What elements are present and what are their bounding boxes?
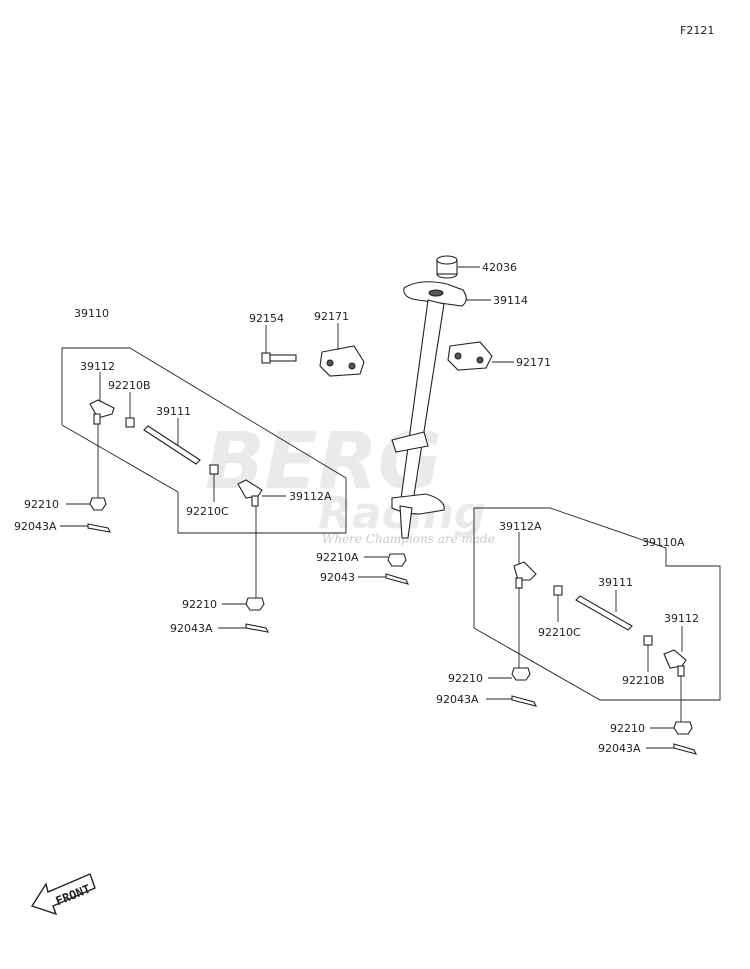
- tie-rod-39111-right: [575, 595, 633, 631]
- nut-92210-left-1: [89, 497, 107, 511]
- nut-92210C-right: [553, 585, 563, 596]
- label-39111-right: 39111: [598, 576, 633, 589]
- label-92154: 92154: [249, 312, 284, 325]
- label-92210-left-1: 92210: [24, 498, 59, 511]
- nut-92210-right-1: [511, 667, 531, 681]
- nut-92210-right-2: [673, 721, 693, 735]
- label-92043A-right-1: 92043A: [436, 693, 479, 706]
- holder-92171-right: [447, 341, 493, 371]
- label-92043A-left-1: 92043A: [14, 520, 57, 533]
- nut-92210B-left: [125, 417, 135, 428]
- cotter-pin-92043-center: [385, 573, 410, 585]
- plate-hole: [428, 289, 444, 297]
- label-39114: 39114: [493, 294, 528, 307]
- label-92171-a: 92171: [314, 310, 349, 323]
- label-39112A-right: 39112A: [499, 520, 542, 533]
- label-39112A-left: 39112A: [289, 490, 332, 503]
- tie-rod-end-39112-left: [89, 399, 115, 425]
- shaft-mid-bracket: [391, 431, 429, 453]
- shaft-tip: [399, 505, 413, 539]
- tie-rod-end-39112A-right: [513, 561, 537, 589]
- cotter-pin-92043A-right-1: [511, 695, 538, 707]
- nut-92210A-center: [387, 553, 407, 567]
- label-92043-center: 92043: [320, 571, 355, 584]
- label-92210-right-1: 92210: [448, 672, 483, 685]
- front-direction-arrow: FRONT: [30, 873, 96, 916]
- label-92210B-right: 92210B: [622, 674, 665, 687]
- label-39112-right: 39112: [664, 612, 699, 625]
- label-92043A-left-2: 92043A: [170, 622, 213, 635]
- watermark-tagline: Where Champions are made: [322, 532, 495, 546]
- nut-92210B-right: [643, 635, 653, 646]
- part-labels: 42036 39114 92171 92171 92154 39110 3911…: [14, 261, 699, 755]
- label-92043A-right-2: 92043A: [598, 742, 641, 755]
- label-39111-left: 39111: [156, 405, 191, 418]
- holder-92171-left: [319, 345, 365, 377]
- tie-rod-39111-left: [143, 425, 201, 465]
- label-92210B-left: 92210B: [108, 379, 151, 392]
- label-92210-right-2: 92210: [610, 722, 645, 735]
- figure-code: F2121: [680, 24, 714, 37]
- tie-rod-end-39112A-left: [237, 479, 263, 507]
- label-92210-left-2: 92210: [182, 598, 217, 611]
- left-tie-rod-assembly: [61, 347, 347, 633]
- bolt-92154: [261, 352, 297, 364]
- label-39110A: 39110A: [642, 536, 685, 549]
- label-92171-b: 92171: [516, 356, 551, 369]
- steering-shaft-assembly: [391, 255, 467, 539]
- cotter-pin-92043A-left-2: [245, 623, 269, 633]
- label-92210C-left: 92210C: [186, 505, 229, 518]
- label-39112-left: 39112: [80, 360, 115, 373]
- cotter-pin-92043A-left-1: [87, 523, 111, 533]
- label-39110: 39110: [74, 307, 109, 320]
- label-92210C-right: 92210C: [538, 626, 581, 639]
- label-42036: 42036: [482, 261, 517, 274]
- tie-rod-end-39112-right: [663, 649, 687, 677]
- bushing-42036: [436, 255, 458, 279]
- leader-lines: [60, 266, 683, 749]
- cotter-pin-92043A-right-2: [673, 743, 698, 755]
- nut-92210-left-2: [245, 597, 265, 611]
- nut-92210C-left: [209, 464, 219, 475]
- label-92210A-center: 92210A: [316, 551, 359, 564]
